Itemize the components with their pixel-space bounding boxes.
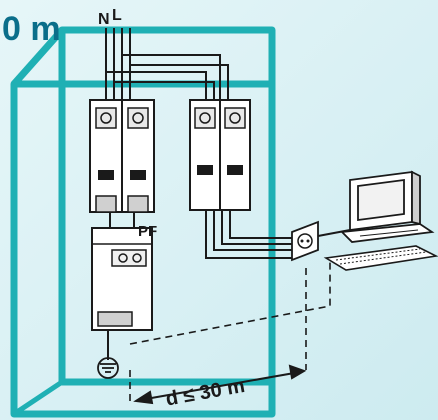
distance-arrow bbox=[133, 364, 307, 405]
distance-top-label: 0 m bbox=[2, 10, 61, 48]
computer-monitor-icon bbox=[340, 170, 435, 243]
socket-outlet-icon bbox=[291, 220, 319, 262]
line-label: L bbox=[112, 7, 122, 24]
keyboard-icon bbox=[323, 245, 438, 271]
earth-ground-icon bbox=[97, 357, 119, 379]
left-breaker bbox=[89, 99, 155, 213]
link-wires bbox=[109, 212, 135, 228]
dashed-reference-line bbox=[129, 258, 331, 405]
pf-label: PF bbox=[138, 223, 157, 240]
supply-wires bbox=[105, 28, 229, 100]
socket-wires bbox=[205, 210, 294, 259]
neutral-label: N bbox=[98, 11, 110, 28]
surge-protector-device bbox=[91, 227, 153, 331]
right-breaker bbox=[189, 99, 251, 211]
enclosure-edge bbox=[12, 379, 64, 417]
